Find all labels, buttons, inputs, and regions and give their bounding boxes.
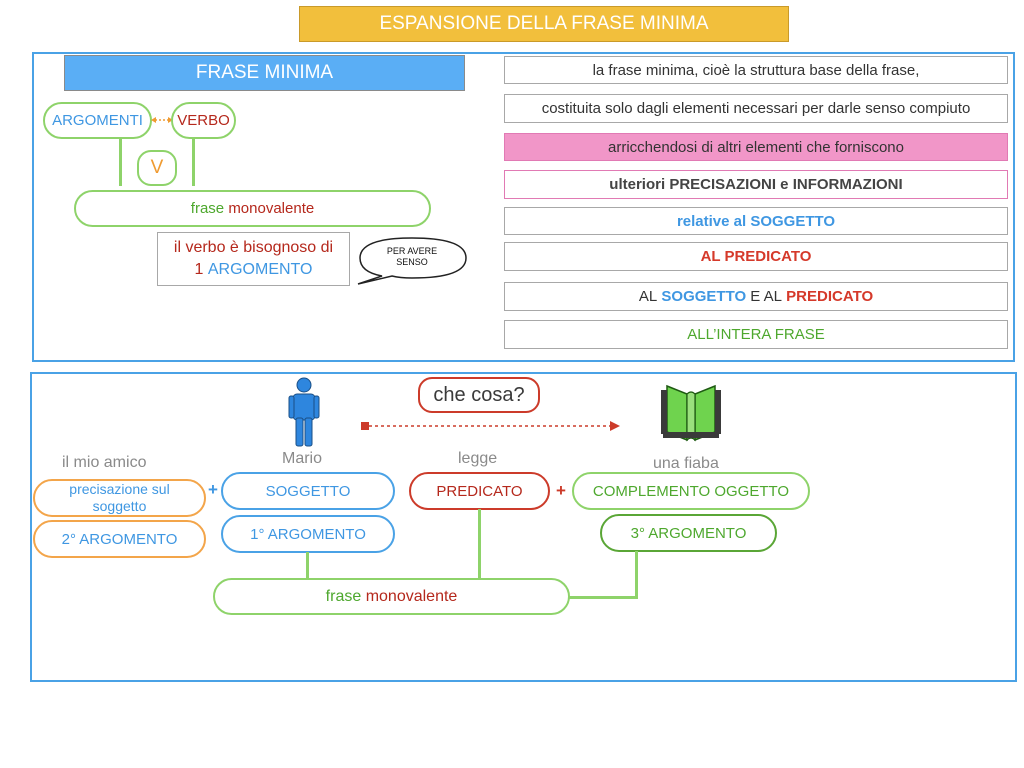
frase-monovalente-top: frase monovalente (74, 190, 431, 227)
mario-text: Mario (282, 450, 323, 467)
right-box-text: la frase minima, cioè la struttura base … (592, 61, 920, 79)
frase-minima-header-text: FRASE MINIMA (195, 62, 334, 83)
right-box-3: arricchendosi di altri elementi che forn… (504, 133, 1008, 161)
page-title: ESPANSIONE DELLA FRASE MINIMA (299, 6, 789, 42)
v-pill: V (137, 150, 177, 186)
al-word: AL (638, 288, 658, 305)
right-box-2: costituita solo dagli elementi necessari… (504, 94, 1008, 123)
precisazioni-conj: e (780, 176, 789, 193)
speech-bubble-text: PER AVERE SENSO (372, 240, 452, 274)
book-icon (661, 384, 721, 442)
complemento-oggetto-pill: COMPLEMENTO OGGETTO (572, 472, 810, 510)
precisazioni-word: PRECISAZIONI (669, 176, 776, 193)
predicato-word: PREDICATO (786, 288, 874, 305)
plus-text: + (556, 481, 566, 500)
note-num: 1 (194, 261, 204, 278)
right-box-text: costituita solo dagli elementi necessari… (541, 100, 971, 117)
right-box-4: ulteriori PRECISAZIONI e INFORMAZIONI (504, 170, 1008, 199)
connector-line (192, 138, 195, 186)
argomenti-label: ARGOMENTI (52, 112, 143, 129)
dotted-arrow-icon (361, 421, 620, 431)
right-box-text: arricchendosi di altri elementi che forn… (608, 138, 904, 156)
plus-text: + (208, 480, 218, 499)
connector-line (569, 596, 638, 599)
right-box-7: AL SOGGETTO E AL PREDICATO (504, 282, 1008, 311)
precisazioni-pre: ulteriori (609, 176, 666, 193)
v-label: V (150, 157, 164, 178)
top-panel (32, 52, 1015, 362)
title-text: ESPANSIONE DELLA FRASE MINIMA (379, 13, 709, 34)
legge-text: legge (458, 450, 498, 467)
arg3-label: 3° ARGOMENTO (630, 524, 747, 542)
che-cosa-pill: che cosa? (418, 377, 540, 413)
monovalente-word: monovalente (228, 200, 315, 217)
legge-label: legge (458, 450, 497, 468)
monovalente-word: monovalente (365, 587, 458, 605)
verbo-pill: VERBO (171, 102, 236, 139)
frase-word: frase (190, 200, 225, 217)
right-box-6: AL PREDICATO (504, 242, 1008, 271)
informazioni-word: INFORMAZIONI (792, 176, 903, 193)
connector-line (306, 552, 309, 579)
argomenti-pill: ARGOMENTI (43, 102, 152, 139)
il-mio-amico-text: il mio amico (62, 454, 147, 471)
frase-minima-header: FRASE MINIMA (64, 55, 465, 91)
frase-word: frase (325, 587, 362, 605)
note-arg: ARGOMENTO (207, 261, 313, 278)
verbo-label: VERBO (177, 112, 230, 129)
una-fiaba-label: una fiaba (653, 455, 719, 473)
right-box-text: ALL’INTERA FRASE (687, 326, 825, 343)
soggetto-pill: SOGGETTO (221, 472, 395, 510)
e-al-word: E AL (750, 288, 782, 305)
predicato-pill: PREDICATO (409, 472, 550, 510)
bottom-panel (30, 372, 1017, 682)
right-box-5: relative al SOGGETTO (504, 207, 1008, 235)
right-box-text: AL PREDICATO (700, 248, 812, 265)
arg3-pill: 3° ARGOMENTO (600, 514, 777, 552)
relative-pre: relative al (676, 212, 747, 230)
connector-line (119, 138, 122, 186)
frase-monovalente-bottom: frase monovalente (213, 578, 570, 615)
mario-label: Mario (282, 450, 322, 468)
soggetto-word: SOGGETTO (661, 288, 747, 305)
precisazione-pill: precisazione sul soggetto (33, 479, 206, 517)
double-arrow-icon (151, 117, 173, 123)
arg1-label: 1° ARGOMENTO (250, 525, 366, 543)
arg2-pill: 2° ARGOMENTO (33, 520, 206, 558)
speech-bubble-icon (357, 237, 467, 285)
il-mio-amico-label: il mio amico (62, 454, 146, 472)
note-line1: il verbo è bisognoso di (173, 239, 334, 256)
che-cosa-label: che cosa? (433, 383, 525, 406)
connector-line (635, 551, 638, 598)
bubble-label: PER AVERE SENSO (386, 246, 438, 267)
verbo-note-box: il verbo è bisognoso di 1 ARGOMENTO (157, 232, 350, 286)
complemento-label: COMPLEMENTO OGGETTO (592, 482, 790, 500)
predicato-label: PREDICATO (436, 482, 523, 500)
person-icon (288, 377, 320, 447)
right-box-1: la frase minima, cioè la struttura base … (504, 56, 1008, 84)
precisazione-label: precisazione sul soggetto (69, 481, 170, 514)
connector-line (478, 509, 481, 579)
relative-soggetto: SOGGETTO (750, 212, 836, 230)
una-fiaba-text: una fiaba (653, 455, 719, 472)
plus-sign-red: + (556, 481, 566, 501)
plus-sign-blue: + (208, 480, 218, 500)
arg2-label: 2° ARGOMENTO (61, 530, 178, 548)
right-box-8: ALL’INTERA FRASE (504, 320, 1008, 349)
soggetto-label: SOGGETTO (265, 482, 351, 500)
arg1-pill: 1° ARGOMENTO (221, 515, 395, 553)
